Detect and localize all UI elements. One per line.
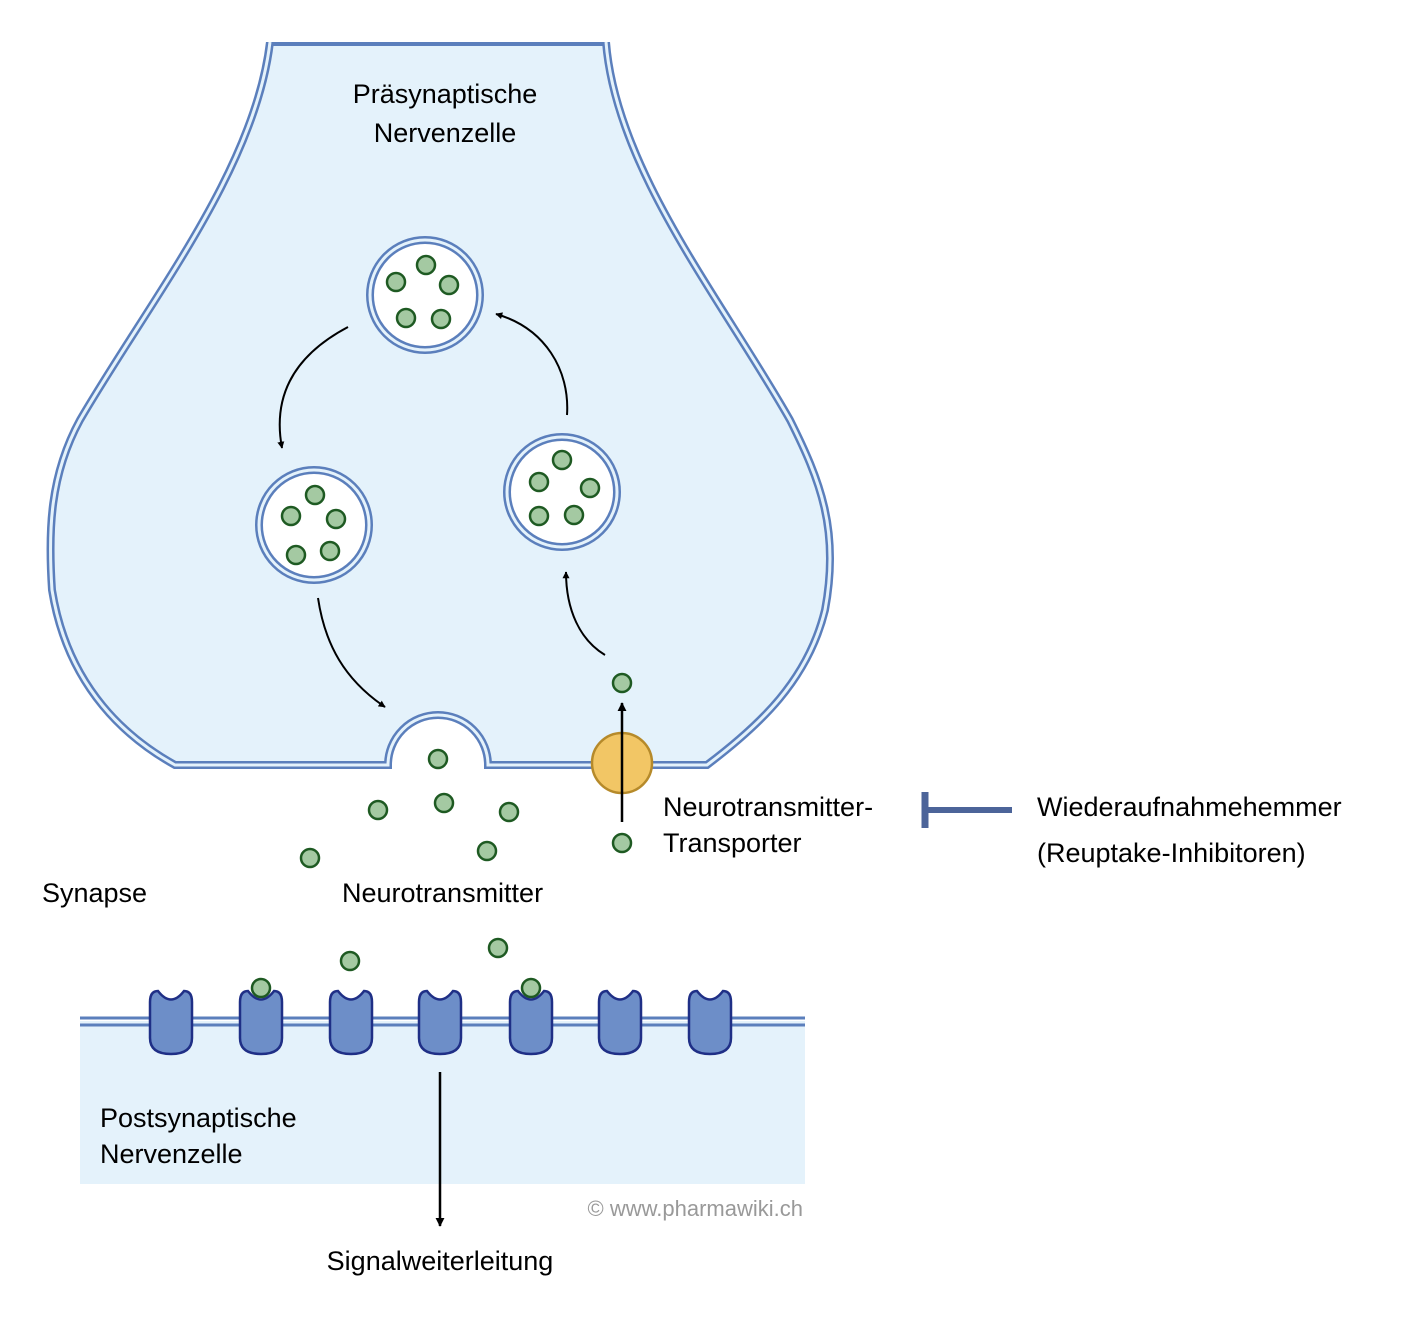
receptor-group: [148, 989, 733, 1056]
label-neurotransmitter: Neurotransmitter: [342, 878, 543, 908]
neurotransmitter-molecule: [285, 544, 307, 566]
neurotransmitter-molecule: [551, 449, 573, 471]
neurotransmitter-molecule: [487, 937, 509, 959]
neurotransmitter-molecule: [395, 307, 417, 329]
neurotransmitter-molecule: [498, 801, 520, 823]
neurotransmitter-group: [250, 254, 633, 999]
neurotransmitter-molecule: [415, 254, 437, 276]
neurotransmitter-molecule: [611, 672, 633, 694]
neurotransmitter-molecule: [563, 504, 585, 526]
label-presynaptic-2: Nervenzelle: [374, 118, 517, 148]
neurotransmitter-molecule: [476, 840, 498, 862]
presynaptic-membrane-inner: [48, 41, 832, 767]
inhibitor-symbol: [921, 792, 1012, 828]
neurotransmitter-molecule: [304, 484, 326, 506]
receptor: [687, 989, 733, 1056]
receptor: [238, 989, 284, 1056]
label-postsynaptic-2: Nervenzelle: [100, 1139, 243, 1169]
neurotransmitter-molecule: [579, 477, 601, 499]
neurotransmitter-molecule: [339, 950, 361, 972]
receptor: [328, 989, 374, 1056]
neurotransmitter-molecule: [367, 799, 389, 821]
label-transporter-1: Neurotransmitter-: [663, 792, 873, 822]
neurotransmitter-molecule: [280, 505, 302, 527]
neurotransmitter-molecule: [319, 540, 341, 562]
receptor: [508, 989, 554, 1056]
label-inhibitor-1: Wiederaufnahmehemmer: [1037, 792, 1342, 822]
receptor: [148, 989, 194, 1056]
presynaptic-cell-body: [46, 38, 835, 769]
neurotransmitter-molecule: [438, 274, 460, 296]
label-inhibitor-2: (Reuptake-Inhibitoren): [1037, 838, 1306, 868]
neurotransmitter-molecule: [528, 505, 550, 527]
label-postsynaptic-1: Postsynaptische: [100, 1103, 297, 1133]
neurotransmitter-molecule: [611, 832, 633, 854]
label-transporter-2: Transporter: [663, 828, 802, 858]
copyright-text: © www.pharmawiki.ch: [588, 1196, 804, 1221]
neurotransmitter-molecule: [433, 792, 455, 814]
label-presynaptic-1: Präsynaptische: [353, 79, 538, 109]
presynaptic-terminal: [46, 30, 835, 769]
neurotransmitter-molecule: [520, 977, 542, 999]
label-signal: Signalweiterleitung: [327, 1246, 554, 1276]
neurotransmitter-molecule: [427, 748, 449, 770]
neurotransmitter-molecule: [430, 308, 452, 330]
arrow-left-to-membrane: [317, 597, 386, 708]
neurotransmitter-molecule: [385, 271, 407, 293]
neurotransmitter-molecule: [299, 847, 321, 869]
neurotransmitter-molecule: [528, 471, 550, 493]
neurotransmitter-molecule: [250, 977, 272, 999]
arrow-reuptake-to-right: [562, 571, 606, 656]
arrow-right-to-top: [495, 312, 569, 416]
arrow-top-to-left: [277, 326, 349, 449]
receptor: [597, 989, 643, 1056]
neurotransmitter-molecule: [325, 508, 347, 530]
label-synapse: Synapse: [42, 878, 147, 908]
receptor: [417, 989, 463, 1056]
fusing-vesicle: [393, 721, 483, 766]
